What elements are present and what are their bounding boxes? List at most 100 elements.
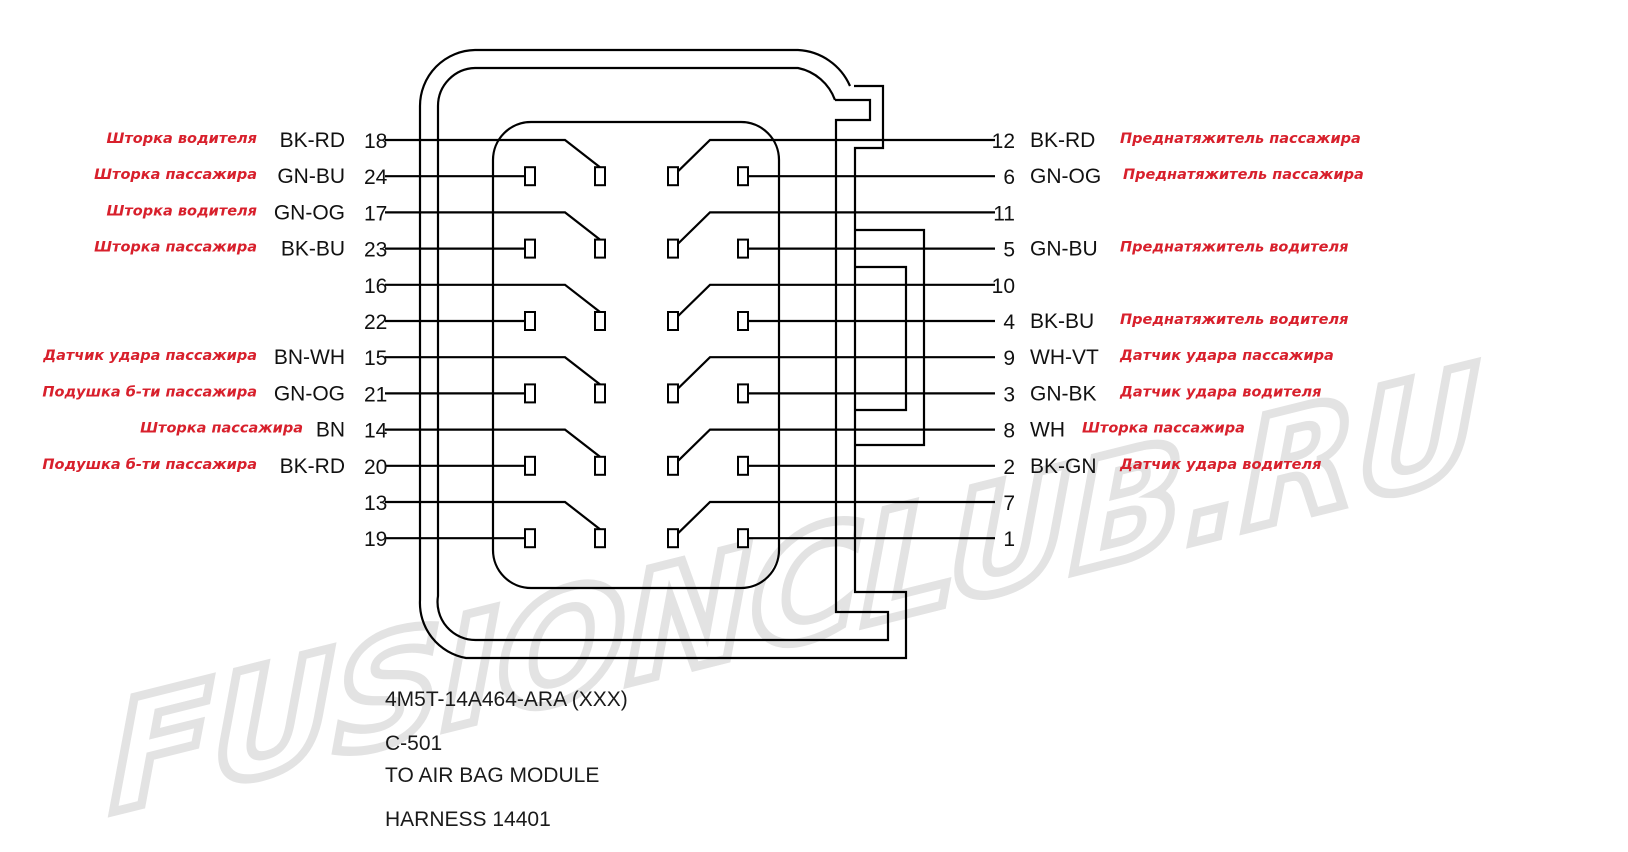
- pin-description: Преднатяжитель пассажира: [1120, 131, 1361, 147]
- terminal-12: [667, 166, 679, 187]
- connector-destination: TO AIR BAG MODULE: [385, 764, 599, 787]
- pin-number: 23: [364, 239, 387, 262]
- terminal-13: [594, 528, 606, 549]
- housing-inner-outline: [436, 66, 890, 642]
- pin-number: 24: [364, 166, 388, 189]
- wire-right-9: [672, 356, 995, 395]
- wire-right-12: [672, 138, 995, 177]
- pin-number: 11: [993, 202, 1015, 225]
- pin-number: 12: [992, 130, 1015, 153]
- pin-number: 13: [364, 492, 387, 515]
- wire-color-code: GN-OG: [274, 382, 345, 405]
- pin-number: 2: [1003, 456, 1015, 479]
- terminal-3: [737, 383, 749, 404]
- terminal-14: [594, 455, 606, 476]
- pin-number: 20: [364, 456, 387, 479]
- wire-color-code: BK-GN: [1030, 455, 1097, 478]
- wire-left-14: [385, 428, 601, 458]
- wire-color-code: BK-BU: [1030, 310, 1094, 333]
- pin-description: Подушка б-ти пассажира: [42, 384, 257, 400]
- watermark: FUSIONCLUB.RU: [106, 328, 1484, 852]
- latch-loop-inner: [855, 265, 908, 412]
- harness-number: HARNESS 14401: [385, 808, 551, 831]
- pin-description: Шторка пассажира: [140, 421, 303, 437]
- wire-right-10: [672, 283, 995, 322]
- connector-id: C-501: [385, 732, 442, 755]
- pin-description: Шторка пассажира: [94, 167, 257, 183]
- terminal-24: [524, 166, 536, 187]
- wire-right-8: [672, 428, 995, 467]
- pin-description: Датчик удара пассажира: [1119, 348, 1334, 364]
- pin-number: 1: [1003, 528, 1015, 551]
- wire-color-code: BK-RD: [1030, 129, 1095, 152]
- wire-color-code: GN-OG: [1030, 165, 1101, 188]
- pin-number: 9: [1003, 347, 1015, 370]
- pin-number: 3: [1003, 383, 1015, 406]
- part-number: 4M5T-14A464-ARA (XXX): [385, 688, 628, 711]
- terminal-6: [737, 166, 749, 187]
- terminal-16: [594, 311, 606, 331]
- wire-color-code: GN-BU: [277, 165, 345, 188]
- pin-number: 4: [1003, 311, 1015, 334]
- pin-number: 16: [364, 275, 387, 298]
- pin-number: 10: [992, 275, 1015, 298]
- terminal-17: [594, 238, 606, 259]
- wire-left-15: [385, 356, 601, 386]
- pin-description: Преднатяжитель водителя: [1120, 240, 1348, 256]
- connector-housing: [418, 48, 926, 660]
- pin-number: 19: [364, 528, 387, 551]
- pin-number: 18: [364, 130, 387, 153]
- pin-number: 7: [1003, 492, 1015, 515]
- terminal-1: [737, 528, 749, 549]
- terminal-9: [667, 383, 679, 404]
- pin-number: 14: [364, 420, 388, 443]
- wire-left-13: [385, 500, 601, 531]
- wire-color-code: GN-BU: [1030, 238, 1098, 261]
- wire-color-code: WH-VT: [1030, 346, 1099, 369]
- wire-left-18: [385, 138, 601, 169]
- housing-outer-outline: [418, 48, 908, 660]
- terminal-block: [491, 120, 781, 590]
- terminal-19: [524, 528, 536, 549]
- pin-description: Шторка пассажира: [94, 240, 257, 256]
- terminal-10: [667, 311, 679, 331]
- connector-caption: 4M5T-14A464-ARA (XXX) C-501 TO AIR BAG M…: [385, 688, 628, 831]
- pin-number: 21: [364, 383, 387, 406]
- wire-right-7: [672, 500, 995, 539]
- pin-description: Подушка б-ти пассажира: [42, 457, 257, 473]
- pin-description: Шторка пассажира: [1082, 421, 1245, 437]
- terminal-4: [737, 311, 749, 331]
- pin-number: 6: [1003, 166, 1015, 189]
- terminal-20: [524, 455, 536, 476]
- pin-number: 5: [1003, 239, 1015, 262]
- pin-description: Датчик удара водителя: [1119, 384, 1321, 400]
- terminal-18: [594, 166, 606, 187]
- terminal-5: [737, 238, 749, 259]
- wire-color-code: WH: [1030, 419, 1065, 442]
- pin-description: Датчик удара водителя: [1119, 457, 1321, 473]
- watermark-text: FUSIONCLUB.RU: [110, 332, 1479, 848]
- wire-color-code: BK-BU: [281, 238, 345, 261]
- terminal-2: [737, 455, 749, 476]
- wire-color-code: BK-RD: [280, 129, 345, 152]
- terminal-21: [524, 383, 536, 404]
- pin-description: Шторка водителя: [106, 131, 257, 147]
- terminal-23: [524, 238, 536, 259]
- terminal-22: [524, 311, 536, 331]
- wire-color-code: BK-RD: [280, 455, 345, 478]
- terminal-15: [594, 383, 606, 404]
- pin-number: 22: [364, 311, 387, 334]
- wires: [385, 138, 995, 540]
- wire-color-code: BN: [316, 419, 345, 442]
- pin-number: 17: [364, 202, 387, 225]
- wire-right-11: [672, 211, 995, 250]
- wire-color-code: GN-OG: [274, 201, 345, 224]
- terminal-11: [667, 238, 679, 259]
- pin-description: Преднатяжитель пассажира: [1123, 167, 1364, 183]
- pin-description: Датчик удара пассажира: [42, 348, 257, 364]
- pin-description: Преднатяжитель водителя: [1120, 312, 1348, 328]
- terminal-8: [667, 455, 679, 476]
